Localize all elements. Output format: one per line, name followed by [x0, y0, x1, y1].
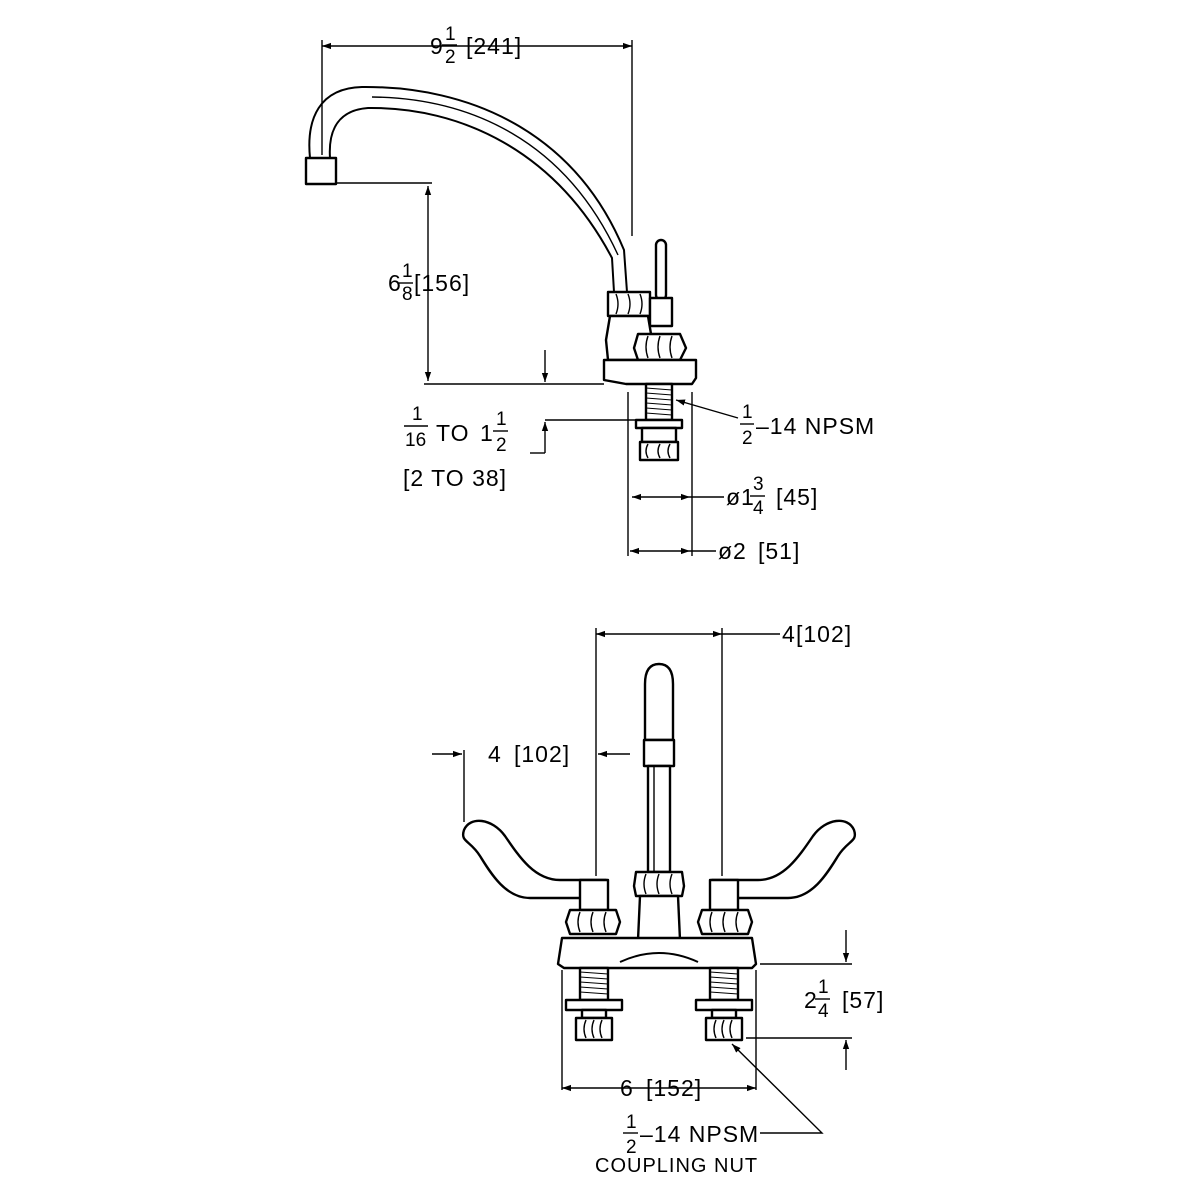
spout-tube-outer	[308, 85, 628, 293]
leader-shank-thread	[675, 399, 739, 419]
spout-nut-front	[632, 870, 686, 898]
left-handle-hub	[578, 878, 610, 912]
spread-metric: [152]	[646, 1075, 702, 1101]
coupling-nut-label: COUPLING NUT	[595, 1155, 758, 1177]
spout-center-text: 4	[782, 621, 796, 647]
handle-lever-side	[654, 238, 668, 302]
coupling-num: 1	[626, 1112, 637, 1133]
spout-tube-inner	[328, 106, 615, 293]
reach-metric: [241]	[466, 33, 522, 59]
dia-inner-den: 4	[753, 498, 764, 519]
spout-center-metric: [102]	[796, 621, 852, 647]
leader-coupling	[731, 1043, 824, 1134]
reach-num: 1	[445, 24, 456, 45]
dia-outer-metric: [51]	[758, 538, 800, 564]
right-lock-washer	[694, 998, 754, 1012]
deck-flange-side	[602, 358, 698, 386]
reach-whole: 9	[430, 33, 444, 59]
deck-den2: 2	[496, 435, 507, 456]
spout-tube-front	[646, 764, 672, 874]
front-view: 4 [102] 4 [102] 6 [152] 2 1 4 [57] 1 2 –…	[432, 621, 884, 1177]
reach-den: 2	[445, 47, 456, 68]
thread-text: –14 NPSM	[756, 413, 875, 439]
coupling-thread-text: –14 NPSM	[640, 1121, 759, 1147]
deck-num1: 1	[412, 404, 423, 425]
thread-den: 2	[742, 428, 753, 449]
deck-metric: [2 TO 38]	[403, 465, 507, 491]
side-view: 9 1 2 [241] 6 1 8 [156] 1 16 TO 1 1 2 [2…	[304, 24, 875, 564]
shank-length-den: 4	[818, 1001, 829, 1022]
lock-nut-side	[640, 426, 678, 444]
extension-lines-side	[321, 40, 693, 556]
dia-inner-metric: [45]	[776, 484, 818, 510]
spout-riser-front	[643, 662, 675, 742]
deck-num2: 1	[496, 409, 507, 430]
left-lock-washer	[564, 998, 624, 1012]
right-bonnet	[696, 908, 754, 936]
deck-whole2: 1	[480, 420, 494, 446]
deck-to: TO	[436, 420, 470, 446]
handle-center-metric: [102]	[514, 741, 570, 767]
right-shank	[708, 966, 740, 1002]
handle-stem-side	[648, 296, 674, 328]
left-bonnet	[564, 908, 622, 936]
extension-lines-front	[463, 628, 852, 1090]
aerator	[304, 156, 338, 186]
left-shank	[578, 966, 610, 1002]
dia-inner-num: 3	[753, 474, 764, 495]
height-den: 8	[402, 284, 413, 305]
spread-text: 6	[620, 1075, 634, 1101]
shank-length-metric: [57]	[842, 987, 884, 1013]
coupling-den: 2	[626, 1137, 637, 1158]
height-whole: 6	[388, 270, 402, 296]
height-num: 1	[402, 261, 413, 282]
dia-inner-prefix: ø1	[726, 484, 755, 510]
left-wrist-blade-handle	[461, 819, 608, 900]
shank-length-num: 1	[818, 977, 829, 998]
spout-collar-front	[642, 738, 676, 768]
thread-num: 1	[742, 402, 753, 423]
shank-side	[644, 382, 674, 422]
spout-tube-highlight	[371, 96, 619, 256]
shank-length-whole: 2	[804, 987, 818, 1013]
height-metric: [156]	[414, 270, 470, 296]
right-handle-hub	[708, 878, 740, 912]
deck-den1: 16	[405, 430, 426, 451]
dia-outer-text: ø2	[718, 538, 747, 564]
right-wrist-blade-handle	[710, 819, 857, 900]
handle-center-text: 4	[488, 741, 502, 767]
